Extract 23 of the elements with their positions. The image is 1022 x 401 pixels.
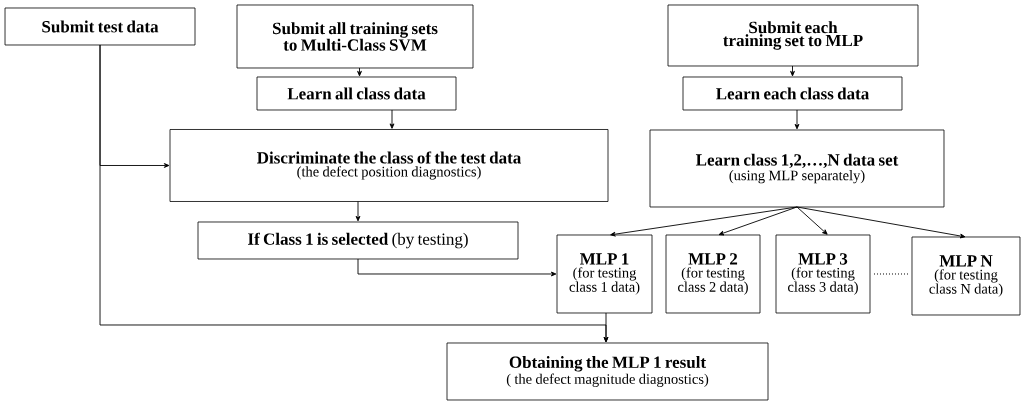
arrow [790, 65, 795, 77]
arrow [718, 206, 798, 236]
process-box: Obtaining the MLP 1 result ( the defect magnitude diagnostics) [446, 342, 769, 401]
process-box: If Class 1 is selected (by testing) [197, 221, 519, 260]
process-box: Submit test data [4, 7, 196, 46]
process-box: MLP 2 (for testing class 2 data) [665, 234, 761, 314]
process-box: Submit all training sets to Multi-Class SVM [236, 4, 474, 69]
process-box: Discriminate the class of the test data (the defect position diagnostics) [169, 129, 609, 202]
arrow [355, 201, 361, 222]
process-box: MLP 1 (for testing class 1 data) [556, 234, 653, 314]
arrow [357, 67, 362, 77]
arrow [796, 206, 966, 239]
arrow [603, 312, 609, 343]
process-box: Learn class 1,2,…,N data set (using MLP separately) [649, 129, 945, 208]
process-box: Learn each class data [682, 76, 903, 111]
arrow [796, 206, 828, 235]
arrow [357, 258, 557, 277]
arrow [794, 109, 800, 130]
process-box: Learn all class data [256, 76, 457, 111]
process-box: MLP N (for testing class N data) [911, 236, 1021, 316]
process-box: Submit each training set to MLP [667, 4, 919, 67]
arrow [389, 109, 395, 129]
process-box: MLP 3 (for testing class 3 data) [775, 234, 871, 314]
